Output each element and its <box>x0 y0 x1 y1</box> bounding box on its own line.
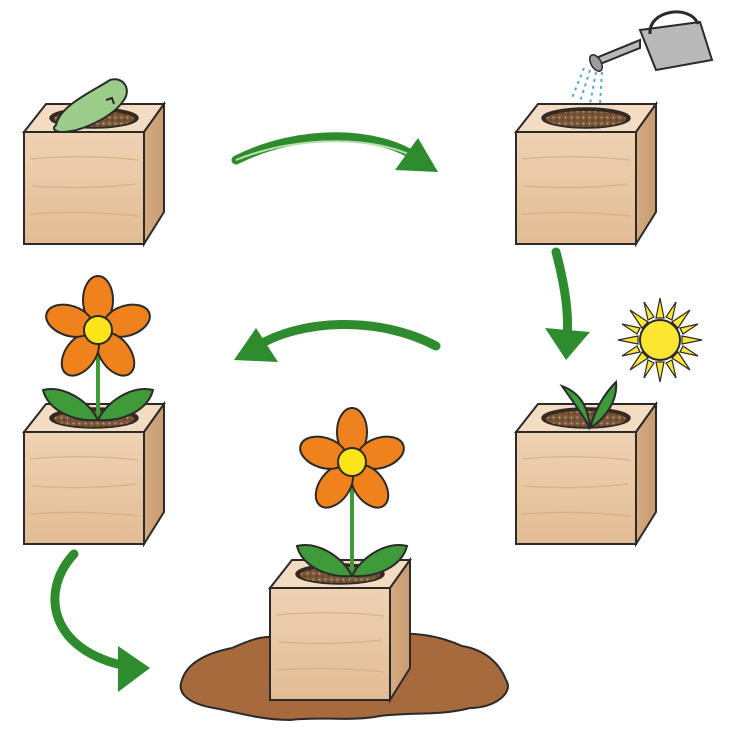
wooden-cube-pot-icon <box>23 403 165 545</box>
seed-packet-icon <box>53 78 128 134</box>
sprout-icon <box>559 379 618 431</box>
wooden-cube-pot-icon <box>269 559 411 701</box>
step-transplant <box>179 407 509 722</box>
right-arrow <box>231 132 438 172</box>
down-arrow <box>545 247 590 360</box>
wooden-cube-pot-icon <box>515 403 657 545</box>
sun-icon <box>617 297 703 383</box>
curved-down-right-arrow <box>50 549 150 692</box>
wooden-cube-pot-icon <box>515 103 657 245</box>
watering-can-icon <box>589 10 714 72</box>
water-drops-icon <box>571 67 603 105</box>
step-bloom <box>23 275 165 545</box>
step-sunlight <box>515 379 657 545</box>
step-plant-seed <box>23 78 165 245</box>
wooden-cube-pot-icon <box>23 103 165 245</box>
step-water <box>515 10 714 245</box>
left-arrow <box>234 320 441 362</box>
